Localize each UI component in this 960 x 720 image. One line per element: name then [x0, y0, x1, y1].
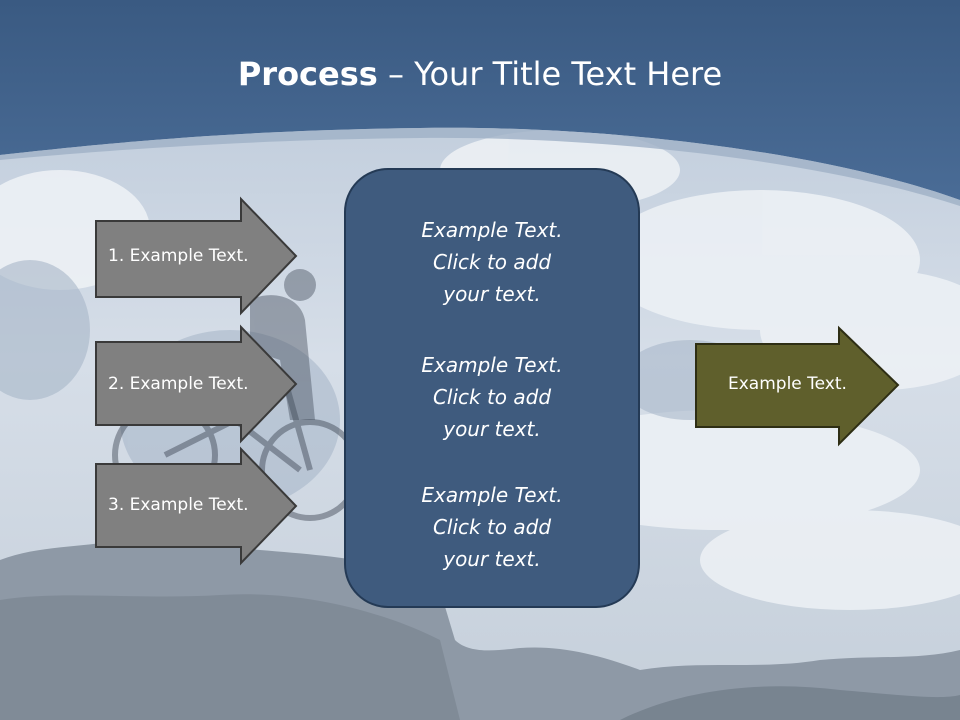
center-paragraph-1: Example Text. Click to add your text. — [346, 214, 638, 310]
center-line: your text. — [443, 282, 541, 306]
arrow-shape — [95, 446, 298, 566]
slide-title[interactable]: Process – Your Title Text Here — [0, 52, 960, 96]
input-label: 1. Example Text. — [108, 246, 249, 266]
center-line: Example Text. — [421, 483, 563, 507]
center-process-box[interactable]: Example Text. Click to add your text. Ex… — [344, 168, 640, 608]
center-line: Example Text. — [421, 218, 563, 242]
output-arrow[interactable]: Example Text. — [695, 325, 900, 447]
center-line: Click to add — [432, 250, 552, 274]
center-line: Click to add — [432, 385, 552, 409]
center-line: your text. — [443, 417, 541, 441]
input-arrow-1[interactable]: 1. Example Text. — [95, 196, 298, 316]
arrow-shape — [695, 325, 900, 447]
title-bold: Process — [237, 55, 378, 93]
input-arrow-2[interactable]: 2. Example Text. — [95, 324, 298, 444]
center-line: your text. — [443, 547, 541, 571]
input-label: 3. Example Text. — [108, 495, 249, 515]
center-paragraph-3: Example Text. Click to add your text. — [346, 479, 638, 575]
center-line: Click to add — [432, 515, 552, 539]
arrow-shape — [95, 324, 298, 444]
arrow-shape — [95, 196, 298, 316]
title-rest: – Your Title Text Here — [377, 55, 723, 93]
input-arrow-3[interactable]: 3. Example Text. — [95, 446, 298, 566]
input-label: 2. Example Text. — [108, 374, 249, 394]
output-label: Example Text. — [728, 374, 847, 394]
center-paragraph-2: Example Text. Click to add your text. — [346, 349, 638, 445]
center-line: Example Text. — [421, 353, 563, 377]
